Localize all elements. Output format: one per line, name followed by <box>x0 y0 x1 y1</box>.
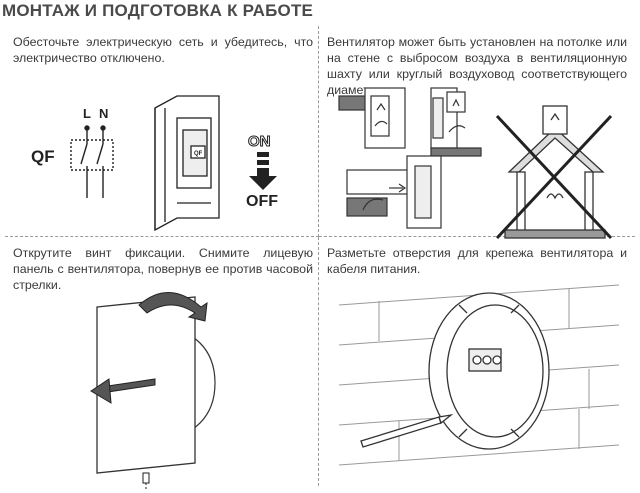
step-text: Разметьте отверстия для крепежа вентилят… <box>327 246 627 276</box>
device-label: QF <box>194 151 203 157</box>
circuit-breaker-diagram: QF L N <box>31 95 278 232</box>
wall-mount-shaft-icon <box>338 87 406 149</box>
step-installation-options: Вентилятор может быть установлен на пото… <box>319 26 635 240</box>
instruction-grid: Обесточьте электрическую сеть и убедитес… <box>5 26 635 491</box>
step-text: Открутите винт фиксации. Снимите лицевую… <box>13 246 313 292</box>
ceiling-mount-icon <box>430 87 482 157</box>
off-label: OFF <box>246 193 278 210</box>
round-duct-mount-icon <box>346 155 442 229</box>
on-label: ON <box>248 133 271 150</box>
terminal-n-label: N <box>99 106 108 121</box>
breaker-device-icon <box>154 95 220 232</box>
step-power-off: Обесточьте электрическую сеть и убедитес… <box>5 26 319 237</box>
step-mark-holes: Разметьте отверстия для крепежа вентилят… <box>319 237 635 486</box>
marker-pencil-icon <box>360 413 454 448</box>
fixing-screw-icon <box>142 472 150 491</box>
front-panel-removal-diagram <box>90 292 216 491</box>
pull-arrow-icon <box>90 378 156 404</box>
breaker-symbol-label: QF <box>31 147 55 166</box>
switch-symbol <box>70 125 114 198</box>
fan-base-icon <box>428 292 550 450</box>
step-text: Обесточьте электрическую сеть и убедитес… <box>13 35 313 65</box>
section-title: МОНТАЖ И ПОДГОТОВКА К РАБОТЕ <box>2 1 314 20</box>
terminal-l-label: L <box>83 106 91 121</box>
step-remove-panel: Открутите винт фиксации. Снимите лицевую… <box>5 237 319 491</box>
forbidden-roof-mount-icon <box>504 105 606 239</box>
wall-marking-diagram <box>338 284 620 466</box>
step-text: Вентилятор может быть установлен на пото… <box>327 35 627 97</box>
down-arrow-icon <box>249 152 277 190</box>
cross-mark-icon <box>495 114 613 240</box>
mounting-options-diagram <box>338 87 613 240</box>
rotate-arrow-icon <box>138 292 208 322</box>
